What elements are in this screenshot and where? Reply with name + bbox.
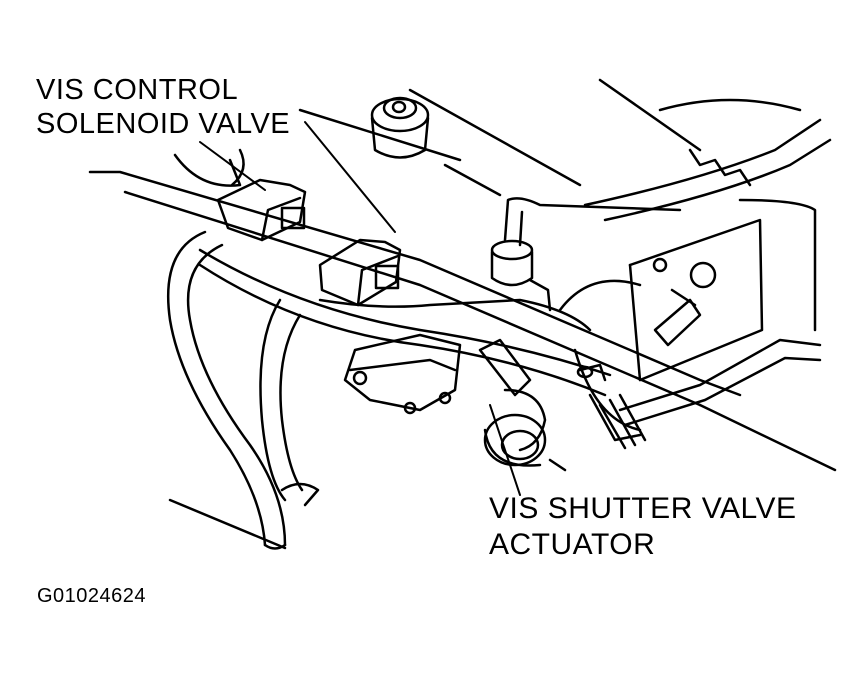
vacuum-stand-tube bbox=[490, 197, 682, 312]
floor-lines bbox=[168, 198, 837, 550]
actuator-label: VIS SHUTTER VALVE ACTUATOR bbox=[489, 491, 796, 563]
solenoid-valve-1 bbox=[173, 148, 307, 242]
wire-harness bbox=[88, 170, 742, 407]
leader-lines bbox=[199, 121, 521, 496]
actuator-leader bbox=[489, 404, 521, 496]
solenoid-label-line2: SOLENOID VALVE bbox=[36, 108, 291, 140]
actuator-label-line1: VIS SHUTTER VALVE bbox=[489, 492, 797, 525]
actuator-label-line2: ACTUATOR bbox=[489, 528, 656, 561]
solenoid-label-line1: VIS CONTROL bbox=[36, 74, 239, 106]
solenoid-leader-1 bbox=[199, 141, 266, 191]
solenoid-valve-2 bbox=[318, 238, 402, 307]
solenoid-valve-label: VIS CONTROL SOLENOID VALVE bbox=[36, 73, 290, 141]
figure-id: G01024624 bbox=[37, 585, 147, 607]
solenoid-leader-2 bbox=[304, 121, 396, 233]
vacuum-hose-left bbox=[166, 230, 320, 550]
shutter-valve-actuator bbox=[343, 333, 567, 472]
hose-fitting bbox=[370, 96, 430, 159]
mounting-bracket bbox=[628, 218, 764, 382]
intake-body bbox=[558, 279, 822, 450]
engine-cover-outline bbox=[298, 78, 832, 222]
